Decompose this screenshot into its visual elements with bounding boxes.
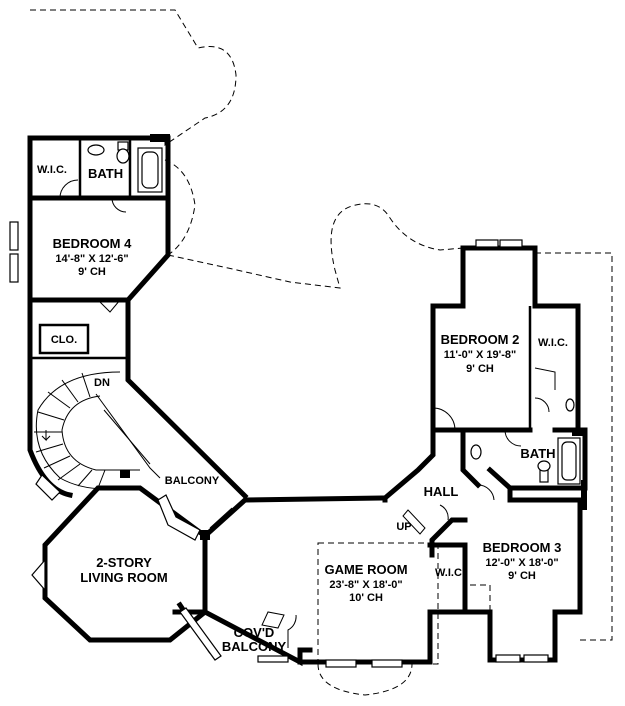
closet-label: CLO. (51, 334, 77, 346)
fixtures (87, 141, 581, 485)
bath-top-label: BATH (88, 166, 123, 181)
roof-outline-dashed (30, 9, 613, 696)
stair-down-label: DN (94, 377, 110, 389)
bedroom-3-ceiling: 9' CH (508, 570, 536, 582)
windows (9, 221, 549, 668)
living-room-line2: LIVING ROOM (80, 570, 167, 585)
bath-bedroom-2-label: BATH (520, 446, 555, 461)
bedroom-3-name: BEDROOM 3 (483, 540, 562, 555)
wall-stubs (120, 134, 587, 540)
bedroom-3-size: 12'-0" X 18'-0" (485, 557, 558, 569)
bedroom-4-ceiling: 9' CH (78, 266, 106, 278)
spiral-staircase (34, 371, 161, 490)
bedroom-2-size: 11'-0" X 19'-8" (444, 349, 517, 361)
stair-up-label: UP (396, 521, 411, 533)
game-room-size: 23'-8" X 18'-0" (329, 579, 402, 591)
bedroom-4-size: 14'-8" X 12'-6" (55, 253, 128, 265)
living-room-line1: 2-STORY (96, 555, 152, 570)
covd-balcony-line2: BALCONY (222, 639, 287, 654)
wic-top-label: W.I.C. (37, 164, 67, 176)
door-swings (59, 179, 556, 648)
bedroom-2-name: BEDROOM 2 (441, 332, 520, 347)
game-room-name: GAME ROOM (324, 562, 407, 577)
hall-label: HALL (424, 484, 459, 499)
bedroom-2-ceiling: 9' CH (466, 363, 494, 375)
game-room-ceiling: 10' CH (349, 592, 383, 604)
wic-bedroom-3-label: W.I.C. (435, 567, 465, 579)
wic-bedroom-2-label: W.I.C. (538, 337, 568, 349)
bedroom-4-name: BEDROOM 4 (53, 236, 133, 251)
balcony-label: BALCONY (165, 475, 220, 487)
covd-balcony-line1: COV'D (234, 625, 275, 640)
